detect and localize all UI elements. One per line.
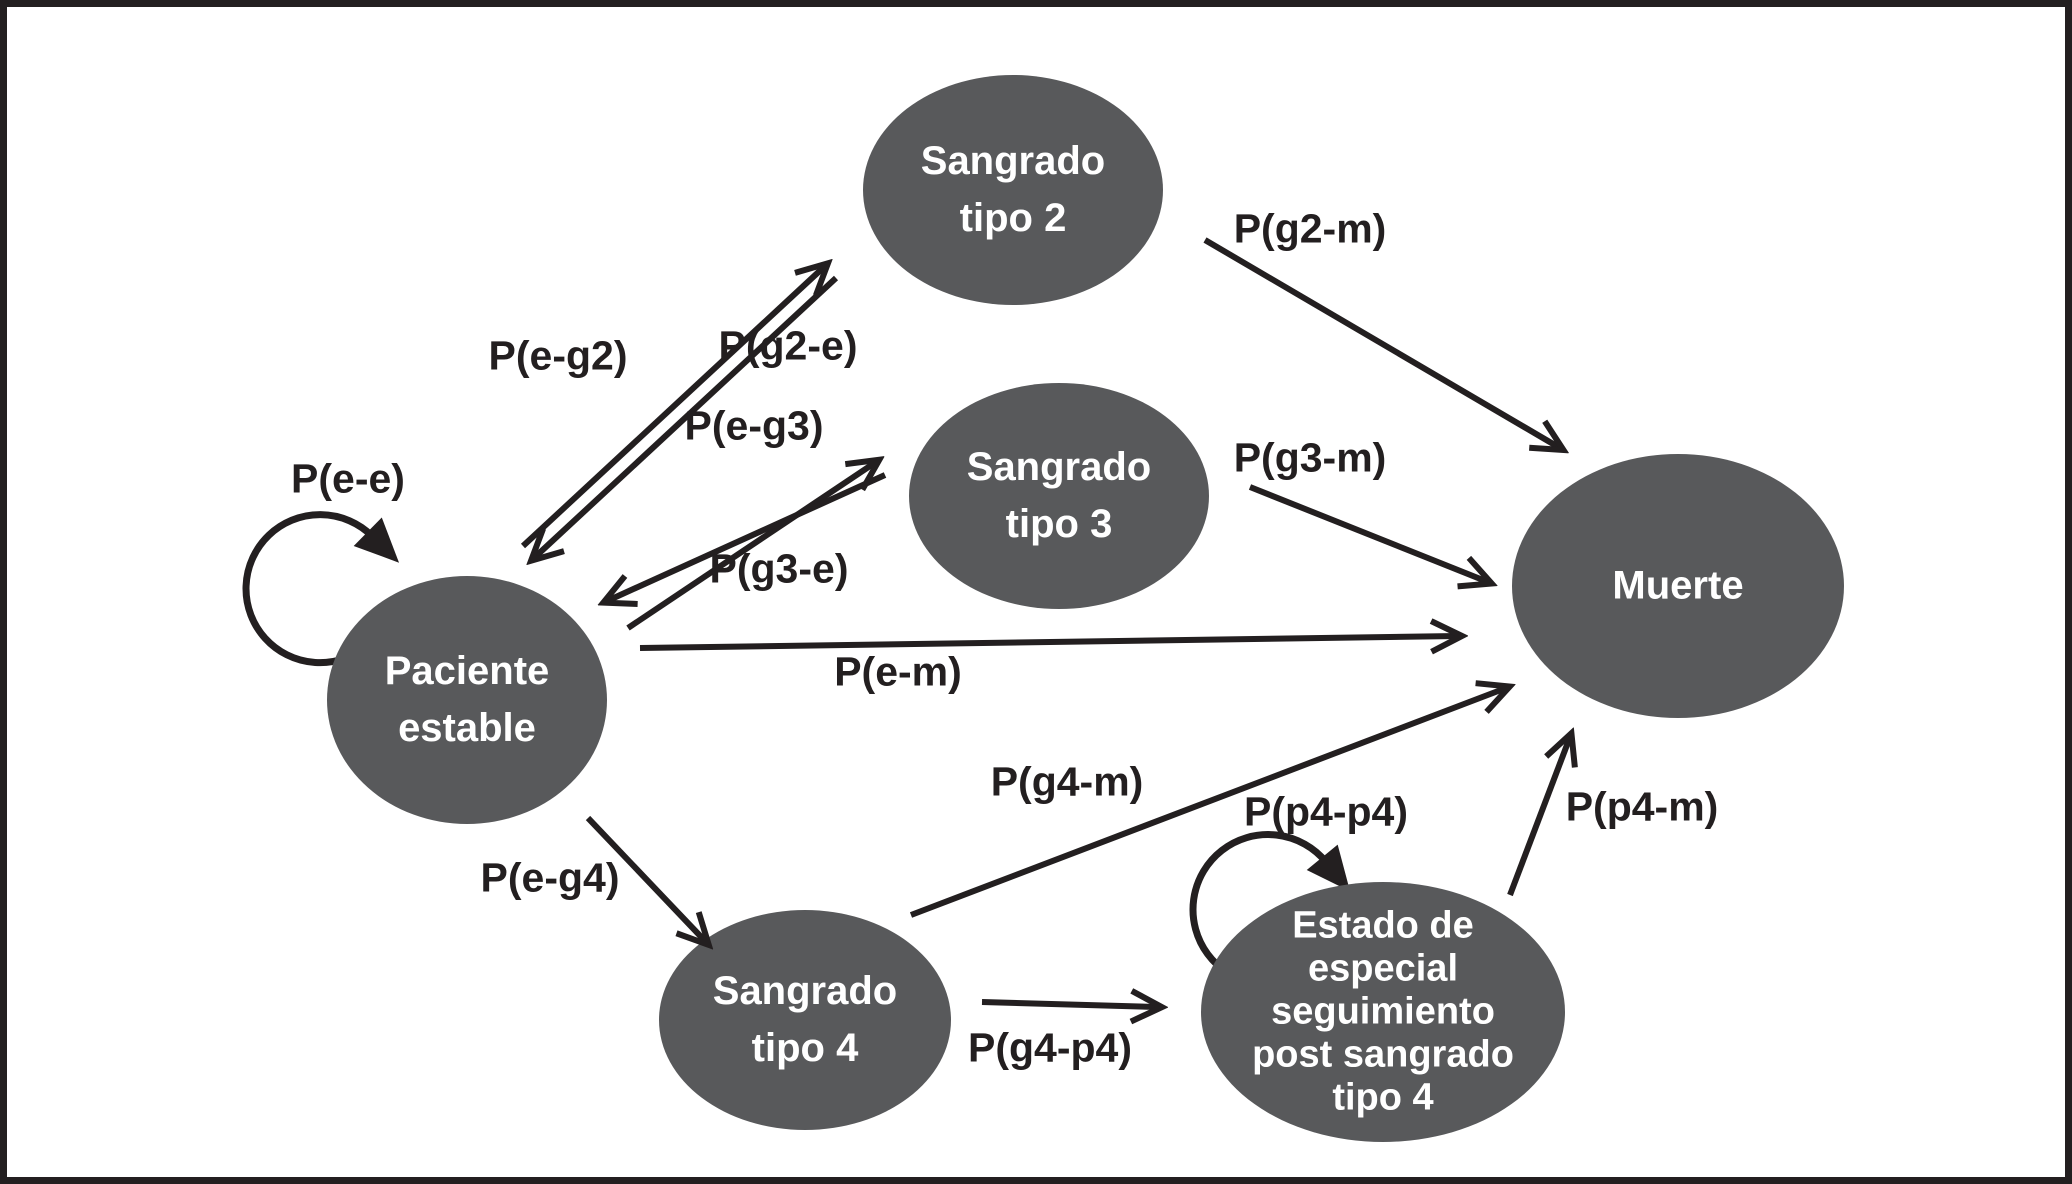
transition-arrow-g4-m — [909, 688, 1506, 918]
state-estado-especial-seguimiento — [1201, 882, 1565, 1142]
transition-arrow-g3-e — [607, 472, 887, 601]
transition-arrow-e-g3 — [626, 462, 876, 631]
state-sangrado-tipo-4 — [659, 910, 951, 1130]
transition-arrow-e-g4 — [585, 815, 706, 942]
transition-arrow-e-g2 — [520, 266, 825, 549]
transition-arrow-g2-m — [1203, 237, 1560, 448]
transition-arrow-g3-m — [1248, 484, 1488, 582]
state-paciente-estable — [327, 576, 607, 824]
transition-arrow-e-e — [242, 511, 400, 667]
state-ellipses — [327, 75, 1844, 1142]
transition-arrow-g2-e — [534, 275, 839, 558]
transition-arrow-g4-p4 — [981, 1002, 1158, 1007]
state-muerte — [1512, 454, 1844, 718]
transition-arrow-e-m — [639, 636, 1458, 648]
transition-arrows — [520, 237, 1570, 1007]
state-sangrado-tipo-3 — [909, 383, 1209, 609]
state-sangrado-tipo-2 — [863, 75, 1163, 305]
transition-arrow-p4-m — [1507, 737, 1570, 897]
